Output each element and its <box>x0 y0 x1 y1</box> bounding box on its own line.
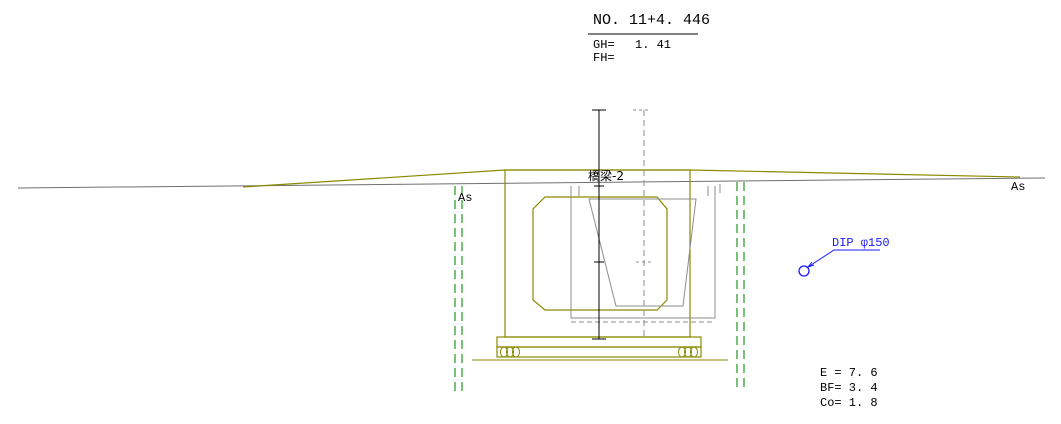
pavement-label-right: As <box>1011 180 1025 194</box>
summary-e: E = 7. 6 <box>820 366 878 380</box>
pipe-leader-line <box>807 249 880 268</box>
existing-ground-line <box>17 177 1046 189</box>
culvert-foundation <box>496 346 702 358</box>
rubble-symbol-left <box>500 346 520 358</box>
gh-label: GH= <box>593 38 615 52</box>
sheet-pile-left <box>454 186 463 392</box>
pavement-label-left: As <box>458 191 472 205</box>
gh-value: 1. 41 <box>635 38 671 52</box>
sheet-pile-right <box>736 182 745 392</box>
existing-structure-outline <box>570 186 716 319</box>
summary-co: Co= 1. 8 <box>820 396 878 410</box>
pipe-label: DIP φ150 <box>832 236 890 250</box>
rubble-symbol-right <box>678 346 698 358</box>
fh-label: FH= <box>593 51 615 65</box>
station-label: NO. 11+4. 446 <box>593 12 710 29</box>
structure-label: 橋梁-2 <box>588 168 624 183</box>
culvert-inner-opening <box>532 196 668 311</box>
existing-trapezoid-section <box>588 198 697 307</box>
summary-bf: BF= 3. 4 <box>820 381 878 395</box>
water-pipe-icon <box>798 265 810 277</box>
pipe-leader-arrow-icon <box>806 261 815 269</box>
